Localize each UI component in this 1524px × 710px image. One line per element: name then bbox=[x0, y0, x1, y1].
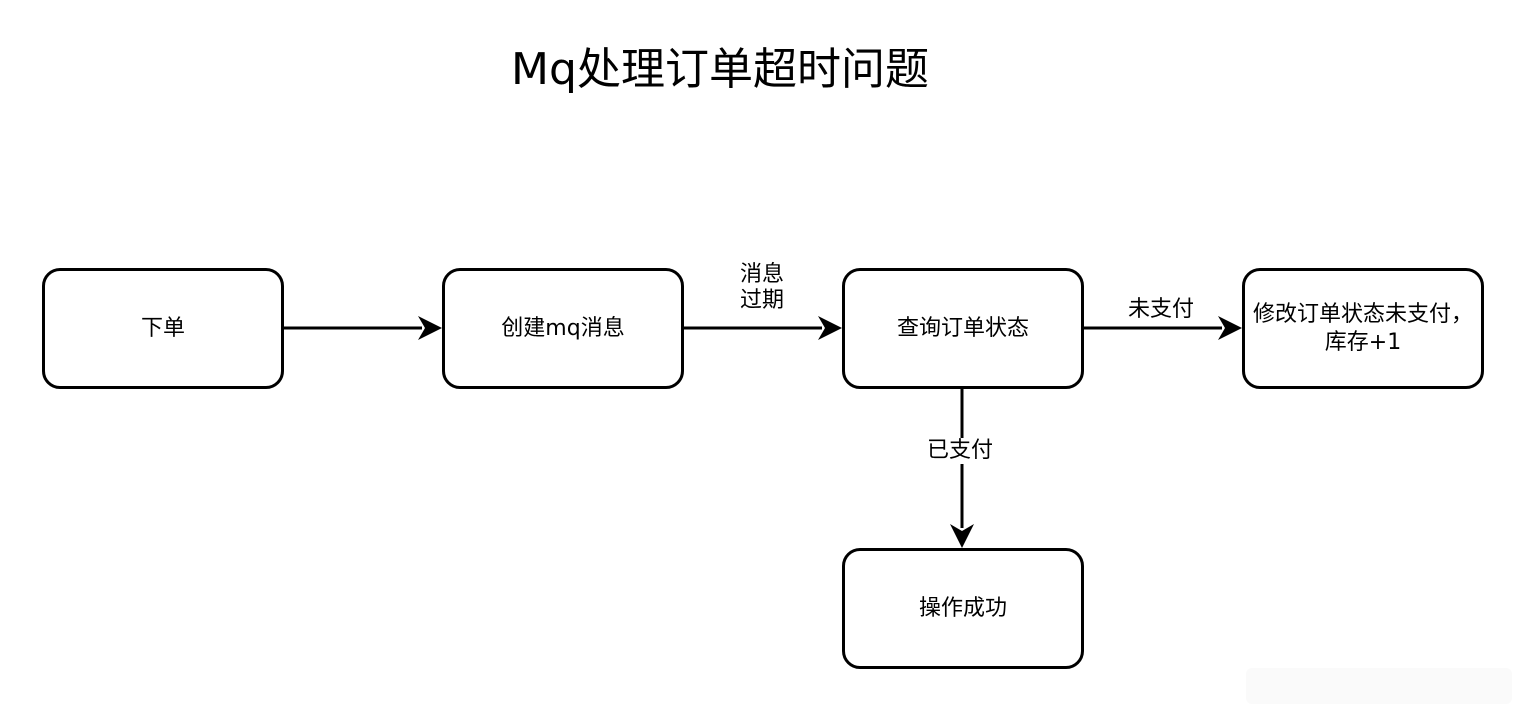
node-create-mq-message: 创建mq消息 bbox=[442, 268, 684, 389]
edge-label-paid: 已支付 bbox=[925, 438, 996, 464]
diagram-title-text: Mq处理订单超时问题 bbox=[511, 44, 929, 95]
node-operation-success-label: 操作成功 bbox=[918, 595, 1007, 621]
edge-label-unpaid: 未支付 bbox=[1128, 297, 1195, 323]
node-operation-success: 操作成功 bbox=[842, 548, 1084, 669]
node-place-order-label: 下单 bbox=[140, 315, 185, 341]
node-update-order-status-label: 修改订单状态未支付，库存+1 bbox=[1252, 301, 1473, 355]
arrow-place-order-to-create-mq bbox=[283, 316, 442, 340]
edge-label-message-expired: 消息过期 bbox=[732, 262, 792, 314]
node-place-order: 下单 bbox=[42, 268, 284, 389]
edge-label-paid-text: 已支付 bbox=[927, 438, 994, 463]
arrow-query-status-to-success bbox=[950, 388, 974, 548]
edge-label-message-expired-text: 消息过期 bbox=[739, 262, 784, 313]
node-update-order-status: 修改订单状态未支付，库存+1 bbox=[1242, 268, 1484, 389]
edge-label-unpaid-text: 未支付 bbox=[1128, 297, 1195, 322]
node-query-order-status: 查询订单状态 bbox=[842, 268, 1084, 389]
node-create-mq-message-label: 创建mq消息 bbox=[501, 315, 625, 341]
diagram-title: Mq处理订单超时问题 bbox=[0, 40, 1440, 100]
arrow-query-status-to-update-order bbox=[1083, 316, 1242, 340]
corner-fade bbox=[1246, 668, 1512, 704]
arrow-create-mq-to-query-status bbox=[683, 316, 842, 340]
node-query-order-status-label: 查询订单状态 bbox=[896, 315, 1029, 341]
